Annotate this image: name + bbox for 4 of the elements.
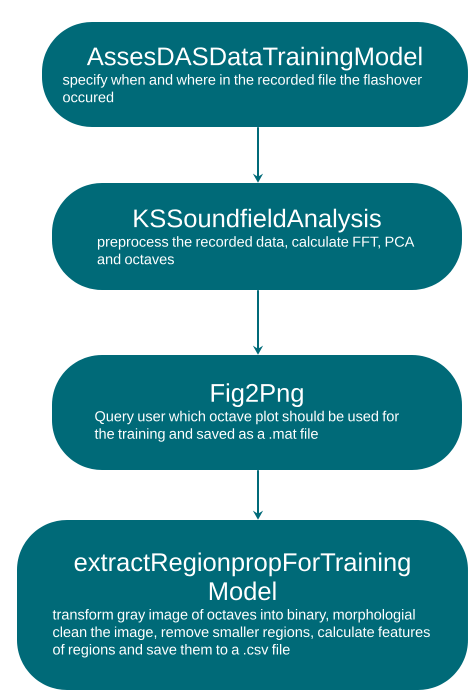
process-box: extractRegionpropForTraining Model transform gray image of octaves into binary, morphologial clean the image, remove smaller regions, calculate features of regions and save them to a .csv file <box>17 520 468 690</box>
process-box: AssesDASDataTrainingModel specify when and where in the recorded file the flashover occured <box>42 22 468 127</box>
process-box: Fig2Png Query user which octave plot should be used for the training and saved as a .mat file <box>52 355 462 470</box>
process-box: KSSoundfieldAnalysis preprocess the recorded data, calculate FFT, PCA and octaves <box>52 183 462 290</box>
